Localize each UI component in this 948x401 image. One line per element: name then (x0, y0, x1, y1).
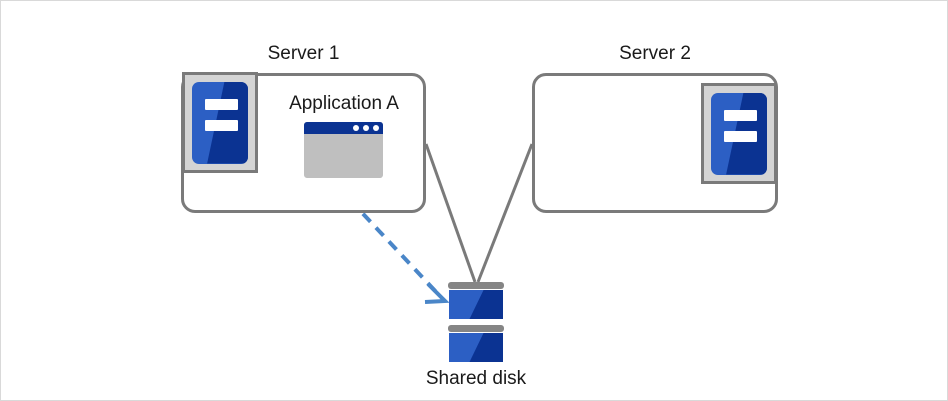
server-unit-icon-bar-2 (205, 119, 238, 131)
server-unit-icon (182, 72, 258, 173)
disk-stack-icon[interactable] (448, 282, 504, 362)
arrowhead-icon (424, 282, 450, 304)
disk-platter-2 (448, 325, 504, 362)
window-dot-3 (373, 125, 379, 131)
server-unit-icon-body (711, 92, 767, 175)
disk-platter-2-cap (448, 325, 504, 332)
application-window-icon[interactable] (304, 122, 383, 178)
server-unit-icon-body (192, 81, 248, 164)
disk-platter-2-body (449, 333, 503, 362)
server2-title: Server 2 (619, 43, 691, 64)
application-a-label: Application A (289, 93, 399, 114)
disk-platter-2-shading (469, 333, 503, 362)
server-unit-icon-bar-2 (724, 130, 757, 142)
connector-server1-to-disk (424, 143, 477, 283)
disk-platter-1-cap (448, 282, 504, 289)
server-unit-icon-bar-1 (724, 109, 757, 121)
disk-platter-1 (448, 282, 504, 319)
disk-platter-1-body (449, 290, 503, 319)
connector-server2-to-disk (476, 143, 534, 283)
window-dot-2 (363, 125, 369, 131)
window-dot-1 (353, 125, 359, 131)
server-unit-icon (701, 83, 777, 184)
server1-title: Server 1 (267, 43, 340, 64)
server-unit-icon-bar-1 (205, 98, 238, 110)
shared-disk-label: Shared disk (425, 368, 527, 389)
disk-platter-1-shading (469, 290, 503, 319)
application-window-titlebar (304, 122, 383, 134)
